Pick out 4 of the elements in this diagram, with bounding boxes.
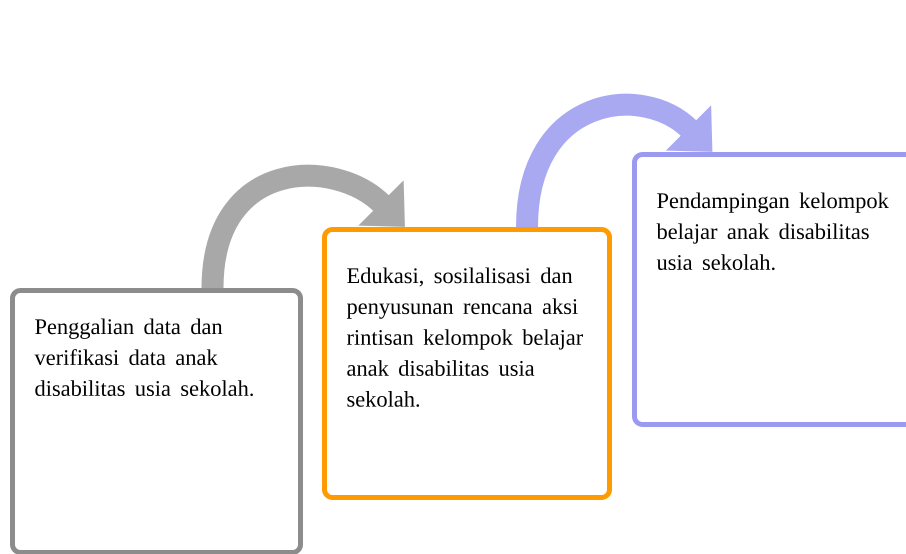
process-box: Pendampingan kelompok belajar anak disabilitas usia sekolah. — [632, 152, 906, 427]
curved-arrow — [516, 94, 712, 228]
process-box: Penggalian data dan verifikasi data anak disabilitas usia sekolah. — [10, 288, 303, 554]
process-box: Edukasi, sosilalisasi dan penyusunan rencana aksi rintisan kelompok belajar anak disabilitas usia sekolah. — [322, 226, 612, 500]
